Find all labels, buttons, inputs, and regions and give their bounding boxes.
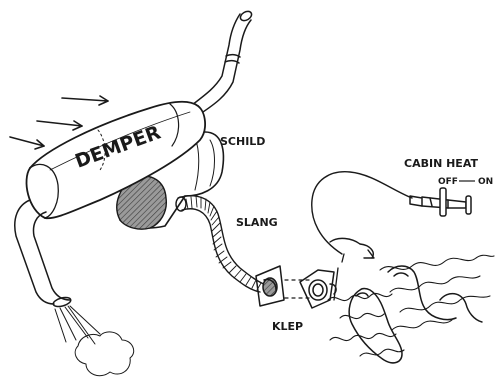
valve-box xyxy=(300,254,344,308)
arrow-right-icon xyxy=(10,137,44,149)
control-cable xyxy=(312,172,412,258)
shield-label: SCHILD xyxy=(220,135,265,148)
hose-label: SLANG xyxy=(236,216,278,229)
flex-hose xyxy=(176,196,266,292)
valve-flange xyxy=(256,266,284,306)
control-off-label: OFF xyxy=(438,177,458,187)
muffler xyxy=(26,102,205,219)
flow-dashes xyxy=(285,280,312,298)
arrow-right-icon xyxy=(62,96,108,105)
valve-label: KLEP xyxy=(272,320,303,333)
smoke-cloud-icon xyxy=(55,306,134,376)
control-title: CABIN HEAT xyxy=(404,157,478,170)
tailpipe-upper xyxy=(188,10,253,114)
heat-wave-icon xyxy=(328,255,494,356)
pilot-feet xyxy=(349,266,482,363)
control-on-label: ON xyxy=(478,177,493,187)
arrow-right-icon xyxy=(37,121,82,130)
push-pull-knob-icon xyxy=(410,188,471,216)
